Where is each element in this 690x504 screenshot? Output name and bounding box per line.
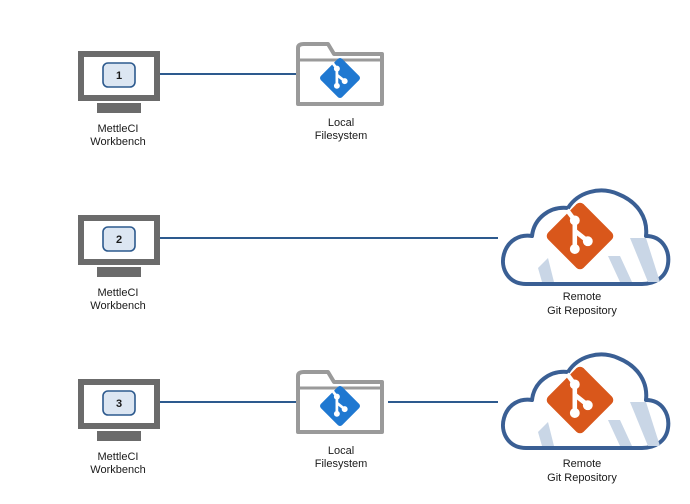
git-icon: [546, 366, 614, 434]
workbench-label-line1: MettleCI: [98, 123, 139, 135]
remote-label-line2: Git Repository: [547, 472, 617, 484]
filesystem-label-line1: Local: [328, 445, 354, 457]
workbench-label-line2: Workbench: [90, 300, 145, 312]
scenario-3: 3 MettleCI Workbench Local Filesystem Re…: [81, 352, 671, 484]
workbench-label-line1: MettleCI: [98, 287, 139, 299]
monitor-icon: 2: [81, 218, 157, 277]
cloud-icon: [500, 188, 671, 286]
git-icon: [320, 58, 360, 98]
monitor-icon: 3: [81, 382, 157, 441]
git-icon: [320, 386, 360, 426]
monitor-icon: 1: [81, 54, 157, 113]
scenario-number: 2: [116, 234, 122, 246]
filesystem-label-line1: Local: [328, 117, 354, 129]
scenario-number: 3: [116, 398, 122, 410]
filesystem-label-line2: Filesystem: [315, 458, 368, 470]
folder-icon: [296, 370, 384, 434]
cloud-icon: [500, 352, 671, 450]
workbench-label-line1: MettleCI: [98, 451, 139, 463]
remote-label-line2: Git Repository: [547, 305, 617, 317]
scenario-1: 1 MettleCI Workbench Local Filesystem: [81, 42, 384, 148]
workbench-label-line2: Workbench: [90, 464, 145, 476]
scenario-number: 1: [116, 70, 122, 82]
workbench-label-line2: Workbench: [90, 136, 145, 148]
folder-icon: [296, 42, 384, 106]
git-icon: [546, 202, 614, 270]
remote-label-line1: Remote: [563, 458, 602, 470]
filesystem-label-line2: Filesystem: [315, 130, 368, 142]
remote-label-line1: Remote: [563, 291, 602, 303]
scenario-2: 2 MettleCI Workbench Remote Git Reposito…: [81, 188, 671, 317]
